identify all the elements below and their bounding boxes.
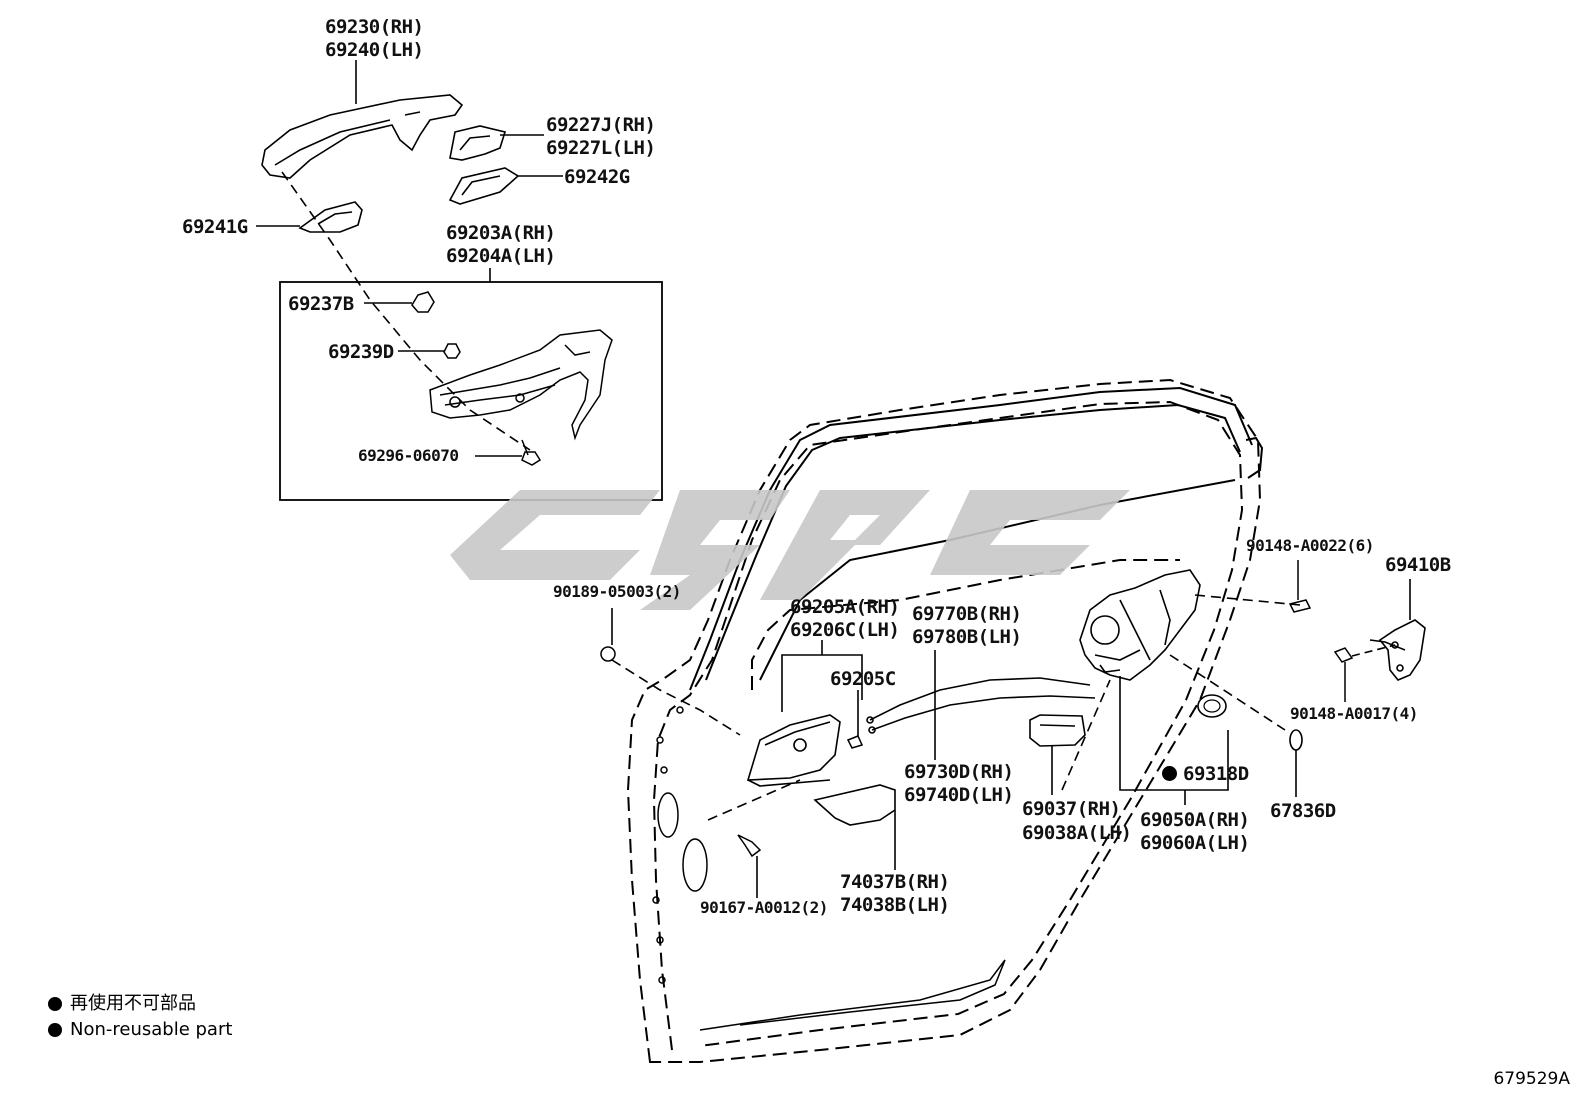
non-reusable-marker-icon [48,997,62,1011]
screw-69296-drawing [521,439,542,466]
label-69038A[interactable]: 69038A(LH) [1022,822,1132,844]
label-90189[interactable]: 90189-05003(2) [553,582,681,601]
label-69740D[interactable]: 69740D(LH) [904,784,1014,806]
label-69204A[interactable]: 69204A(LH) [446,245,556,267]
label-69730D[interactable]: 69730D(RH) [904,761,1014,783]
label-90148-A0022[interactable]: 90148-A0022(6) [1246,536,1374,555]
lock-screw-alignment [1194,594,1301,606]
legend-jp: 再使用不可部品 [48,992,196,1016]
label-69239D[interactable]: 69239D [328,341,394,363]
label-69318D-text: 69318D [1183,763,1249,785]
label-69230[interactable]: 69230(RH) [325,16,424,38]
legend-jp-text: 再使用不可部品 [70,993,196,1014]
part-69205C-drawing [846,735,864,749]
handle-cap-drawing [449,125,507,161]
cover-74037B-drawing [813,784,896,826]
label-69780B[interactable]: 69780B(LH) [912,626,1022,648]
grommet-67836D-drawing [1289,729,1303,751]
frame-assembly-drawing [429,329,613,441]
label-69205A[interactable]: 69205A(RH) [790,596,900,618]
screw-90148-A0022-drawing [1288,560,1312,613]
lock-cable-drawing [866,677,1096,734]
handle-pad-drawing [448,167,520,205]
bracket-69050A [1119,676,1229,791]
label-69205C[interactable]: 69205C [830,668,896,690]
label-69318D[interactable]: 69318D [1162,762,1249,786]
door-holes [652,706,708,984]
label-74038B[interactable]: 74038B(LH) [840,894,950,916]
door-lock-drawing [1079,569,1201,681]
panel-69037-drawing [1029,714,1086,747]
outside-handle-drawing [261,94,464,179]
label-69203A[interactable]: 69203A(RH) [446,222,556,244]
screw-90148-A0017-drawing [1333,647,1354,702]
striker-69410B-drawing [1369,619,1426,681]
legend-en: Non-reusable part [48,1018,232,1042]
non-reusable-marker-icon [1162,766,1177,781]
label-69296[interactable]: 69296-06070 [358,446,459,465]
label-69242G[interactable]: 69242G [564,166,630,188]
non-reusable-marker-icon [48,1023,62,1037]
label-69770B[interactable]: 69770B(RH) [912,603,1022,625]
label-69241G[interactable]: 69241G [182,216,248,238]
door-frame [626,378,1262,1063]
label-90148-A0017[interactable]: 90148-A0017(4) [1290,704,1418,723]
label-69060A[interactable]: 69060A(LH) [1140,832,1250,854]
pad-69241G-drawing [298,201,363,233]
label-69410B[interactable]: 69410B [1385,554,1451,576]
label-90167[interactable]: 90167-A0012(2) [700,898,828,917]
watermark [450,490,1130,610]
label-69227L[interactable]: 69227L(LH) [546,137,656,159]
inside-handle-drawing [746,714,841,787]
screw-90189-drawing [600,646,616,662]
door-lower-seam [699,959,1006,1031]
handle-alignment [281,171,531,451]
label-69037[interactable]: 69037(RH) [1022,798,1121,820]
clip-69237B-drawing [411,291,435,313]
cap-69239D-drawing [443,343,461,359]
label-74037B[interactable]: 74037B(RH) [840,871,950,893]
legend-en-text: Non-reusable part [70,1019,233,1040]
label-67836D[interactable]: 67836D [1270,800,1336,822]
label-69237B[interactable]: 69237B [288,293,354,315]
diagram-code: 679529A [1493,1069,1570,1089]
screw-90167-drawing [737,834,762,858]
label-69206C[interactable]: 69206C(LH) [790,619,900,641]
label-69240[interactable]: 69240(LH) [325,39,424,61]
gasket-69318D-drawing [1197,694,1227,718]
label-69050A[interactable]: 69050A(RH) [1140,809,1250,831]
frame-box [279,281,663,501]
lock-grommet-alignment [1169,654,1286,731]
label-69227J[interactable]: 69227J(RH) [546,114,656,136]
